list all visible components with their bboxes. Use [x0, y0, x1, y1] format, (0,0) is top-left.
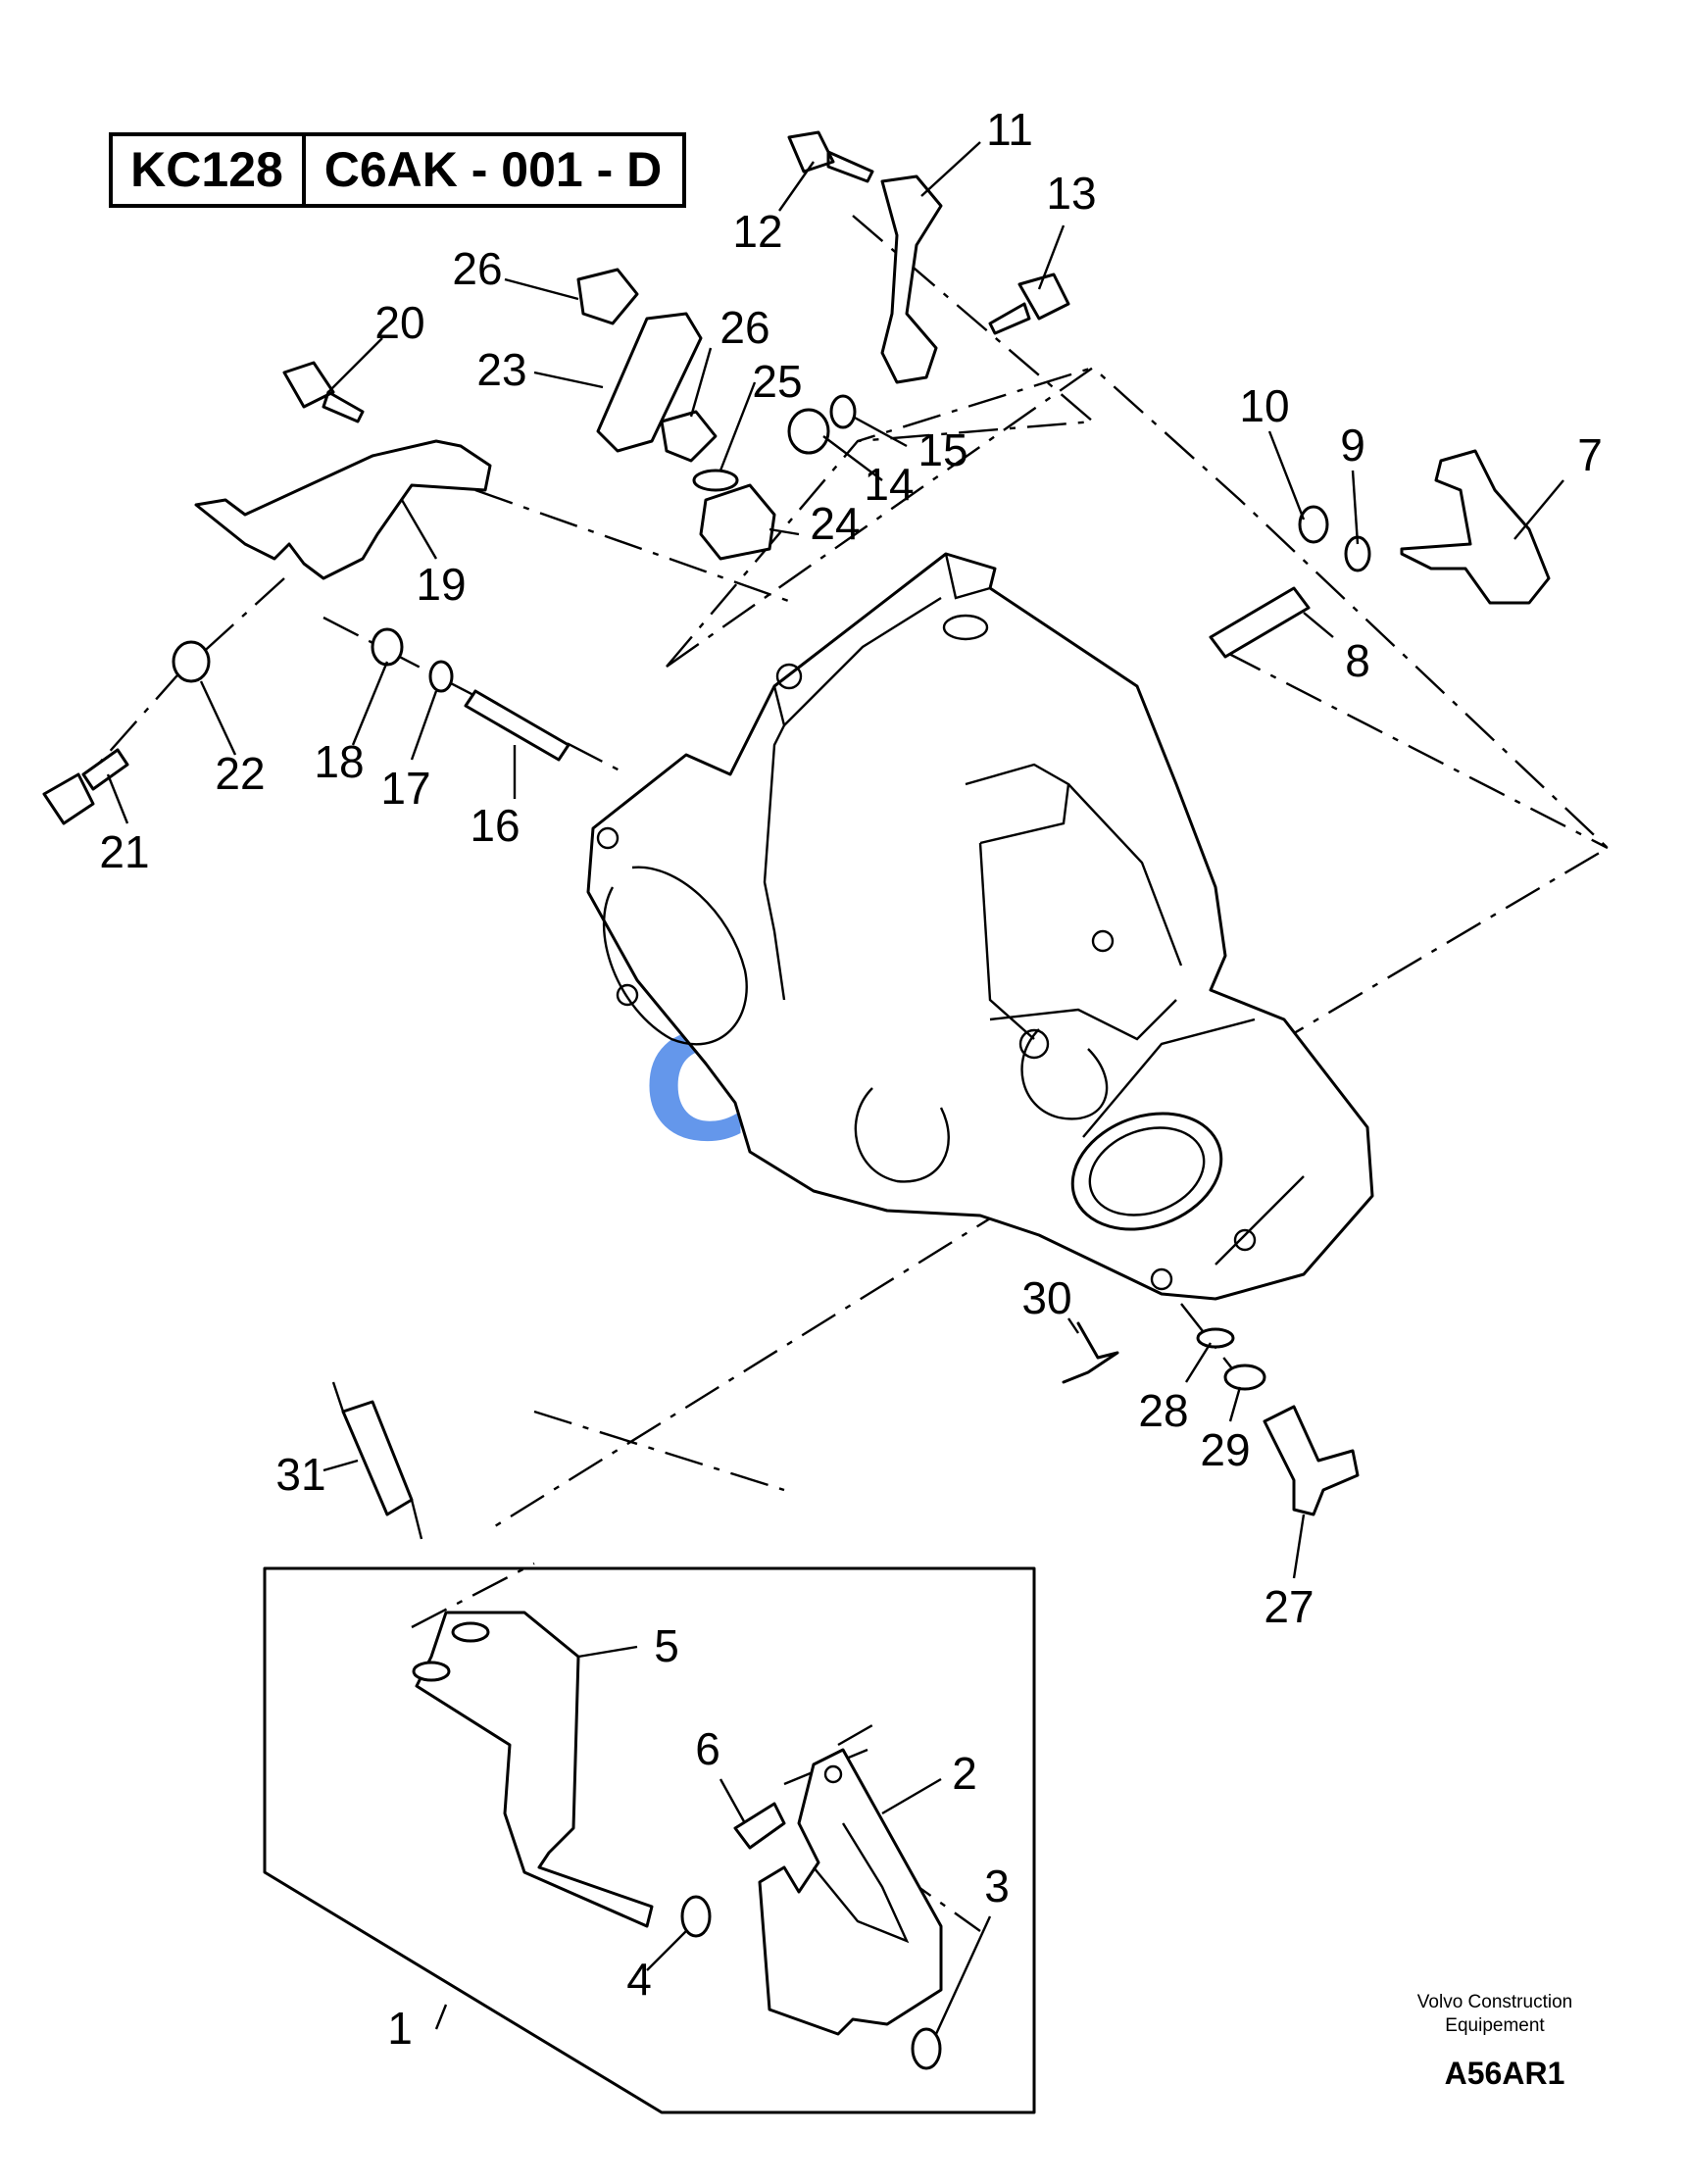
- callout-5: 5: [654, 1620, 679, 1671]
- callout-28: 28: [1138, 1385, 1188, 1436]
- part-7-lever: [1400, 449, 1551, 605]
- part-10-washer: [1298, 505, 1329, 544]
- callout-1: 1: [387, 2003, 413, 2054]
- callout-18: 18: [314, 736, 364, 787]
- callout-27: 27: [1264, 1581, 1314, 1632]
- callout-17: 17: [380, 763, 430, 814]
- callout-10: 10: [1239, 380, 1289, 431]
- part-29-washer: [1223, 1364, 1266, 1391]
- part-1-assembly-frame: [263, 1566, 1036, 2114]
- part-31-spring: [341, 1400, 414, 1516]
- callout-25: 25: [752, 356, 802, 407]
- footer: Volvo Construction Equipement A56AR1: [1417, 1992, 1572, 2091]
- figure-id: A56AR1: [1445, 2056, 1565, 2091]
- callout-12: 12: [732, 206, 782, 257]
- maker-line-2: Equipement: [1445, 2015, 1545, 2036]
- callout-3: 3: [984, 1861, 1010, 1911]
- part-30-split-pin: [1062, 1321, 1119, 1384]
- part-18-washer: [371, 627, 404, 667]
- callout-21: 21: [99, 826, 149, 877]
- callout-29: 29: [1200, 1424, 1250, 1475]
- part-26-nut-lower: [660, 410, 718, 463]
- part-5-lever: [412, 1611, 654, 1928]
- header-box: KC128 C6AK - 001 - D: [109, 132, 686, 208]
- leader-lines: [106, 141, 1564, 2035]
- callout-31: 31: [275, 1449, 325, 1500]
- part-27-pin: [1263, 1405, 1360, 1516]
- part-11-link: [880, 174, 943, 384]
- callout-13: 13: [1046, 168, 1096, 219]
- callout-23: 23: [476, 344, 526, 395]
- callout-9: 9: [1340, 420, 1365, 471]
- callout-labels: 1 2 3 4 5 6 7 8 9 10 11 12 13 14 15 16 1…: [99, 104, 1602, 2054]
- housing: [586, 552, 1374, 1301]
- part-21-bolt: [42, 748, 129, 825]
- part-19-lever: [194, 439, 492, 580]
- part-28-circlip: [1196, 1327, 1235, 1349]
- callout-26-lower: 26: [719, 302, 769, 353]
- callout-24: 24: [810, 498, 860, 549]
- part-24-spring: [699, 483, 776, 561]
- callout-11: 11: [986, 104, 1033, 155]
- hardware: [42, 130, 1551, 2070]
- callout-8: 8: [1345, 635, 1370, 686]
- callout-2: 2: [952, 1748, 977, 1799]
- callout-7: 7: [1577, 429, 1603, 480]
- part-12-bolt: [787, 130, 874, 183]
- part-15-washer: [829, 394, 857, 429]
- part-8-spring: [1209, 586, 1311, 659]
- callout-30: 30: [1021, 1272, 1071, 1323]
- part-2-bracket: [758, 1748, 943, 2036]
- model-code: KC128: [130, 142, 283, 197]
- part-6-bolt: [733, 1802, 786, 1850]
- callout-22: 22: [215, 748, 265, 799]
- part-14-nut: [787, 408, 830, 455]
- part-26-nut-upper: [576, 268, 639, 325]
- part-22-nut: [172, 640, 211, 683]
- callout-16: 16: [470, 800, 520, 851]
- callout-15: 15: [917, 424, 967, 475]
- part-3-nut: [911, 2027, 942, 2070]
- maker-line-1: Volvo Construction: [1417, 1992, 1572, 2012]
- callout-20: 20: [374, 297, 424, 348]
- callout-19: 19: [416, 559, 466, 610]
- figure-code: C6AK - 001 - D: [324, 142, 663, 197]
- part-20-bolt: [282, 361, 365, 423]
- part-23-plate: [596, 312, 703, 453]
- callout-26-upper: 26: [452, 243, 502, 294]
- part-16-pin: [464, 689, 570, 762]
- part-13-bolt: [988, 273, 1070, 335]
- callout-4: 4: [626, 1954, 652, 2005]
- part-17-circlip: [428, 660, 454, 693]
- callout-14: 14: [864, 459, 914, 510]
- callout-6: 6: [695, 1723, 720, 1774]
- part-4-washer: [680, 1895, 712, 1938]
- part-25-washer: [692, 469, 739, 492]
